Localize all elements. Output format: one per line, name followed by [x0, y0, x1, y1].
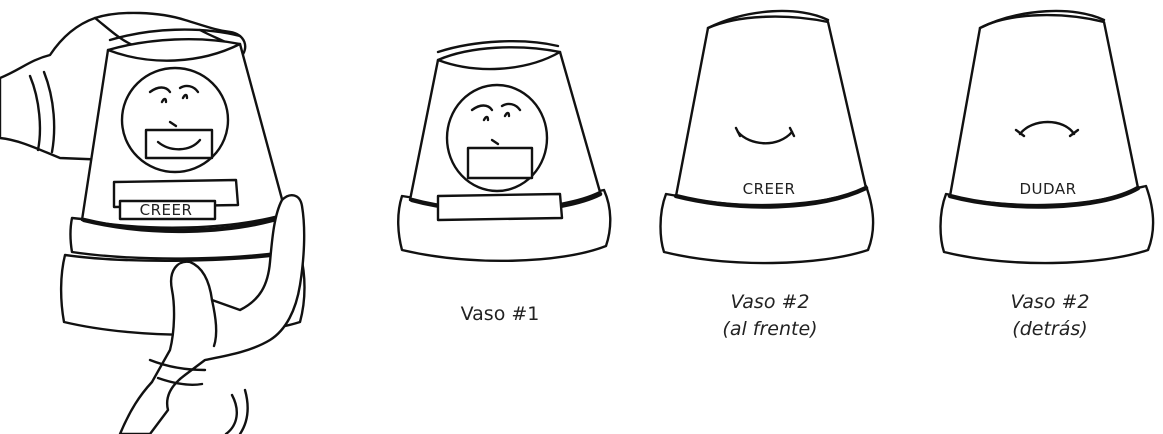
held-cup-label: CREER: [140, 201, 193, 219]
vaso2-front-cup: CREER: [661, 11, 874, 263]
held-cup-group: CREER: [0, 13, 305, 434]
vaso2-back-label: DUDAR: [1020, 180, 1077, 198]
vaso2-front-caption-line1: Vaso #2: [731, 291, 810, 313]
vaso1-cup: [398, 41, 610, 261]
vaso2-front-caption-line2: (al frente): [722, 318, 817, 340]
vaso1-label-window: [438, 194, 562, 220]
vaso1-caption: Vaso #1: [461, 303, 540, 325]
vaso2-back-caption-line1: Vaso #2: [1011, 291, 1090, 313]
vaso2-back-caption-line2: (detrás): [1012, 318, 1087, 340]
vaso2-front-label: CREER: [743, 180, 796, 198]
vaso2-back-cup: DUDAR: [941, 11, 1154, 263]
